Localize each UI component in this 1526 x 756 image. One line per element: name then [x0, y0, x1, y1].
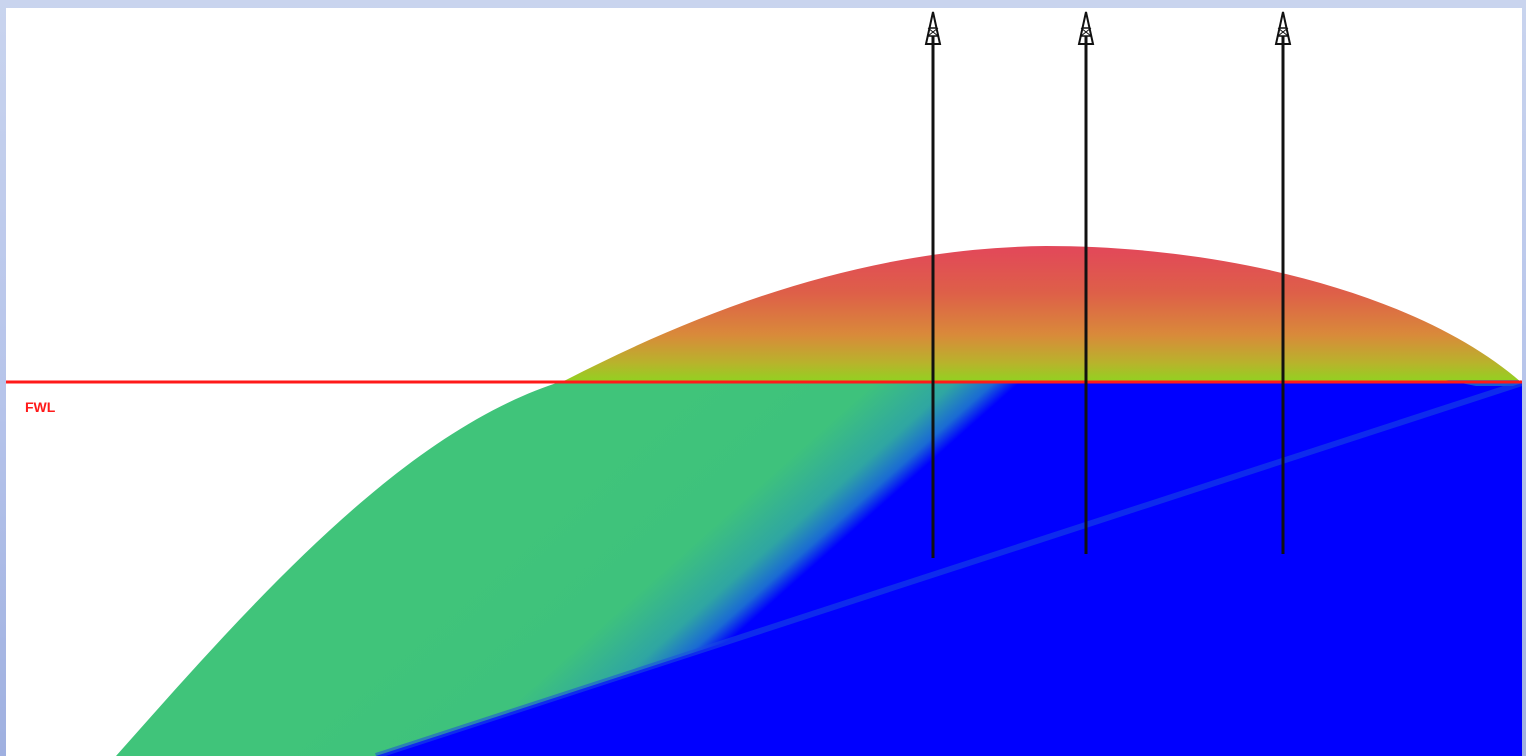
well-derrick-icon [1077, 11, 1095, 45]
gas-cap-zone [116, 246, 1522, 383]
well-2[interactable] [1077, 11, 1095, 554]
fwl-label: FWL [25, 399, 56, 415]
well-3[interactable] [1274, 11, 1292, 554]
well-derrick-icon [1274, 11, 1292, 45]
reservoir-cross-section [6, 11, 1522, 756]
well-derrick-icon [924, 11, 942, 45]
well-1[interactable] [924, 11, 942, 558]
reservoir-viewport: FWL [6, 8, 1522, 756]
